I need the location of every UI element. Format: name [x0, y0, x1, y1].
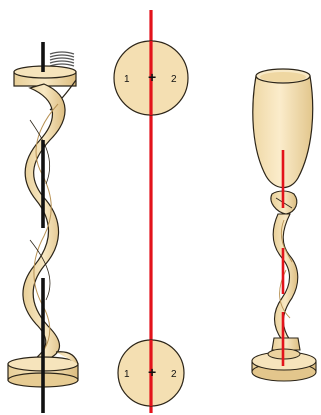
- goblet-twisted-stem: [273, 214, 298, 340]
- index-circle-top: 1 + 2: [114, 41, 188, 115]
- index-label-2-bottom: 2: [171, 369, 177, 380]
- index-label-1: 1: [124, 74, 130, 85]
- index-axis-figure: 1 + 2 1 + 2: [114, 10, 188, 413]
- center-plus-bottom: +: [148, 364, 156, 380]
- index-label-1-bottom: 1: [124, 369, 130, 380]
- thread-spring: [50, 52, 74, 66]
- spiral-stem-figure: [8, 42, 78, 413]
- goblet-figure: [252, 69, 316, 381]
- index-label-2: 2: [171, 74, 177, 85]
- center-plus: +: [148, 69, 156, 85]
- index-circle-bottom: 1 + 2: [118, 340, 184, 406]
